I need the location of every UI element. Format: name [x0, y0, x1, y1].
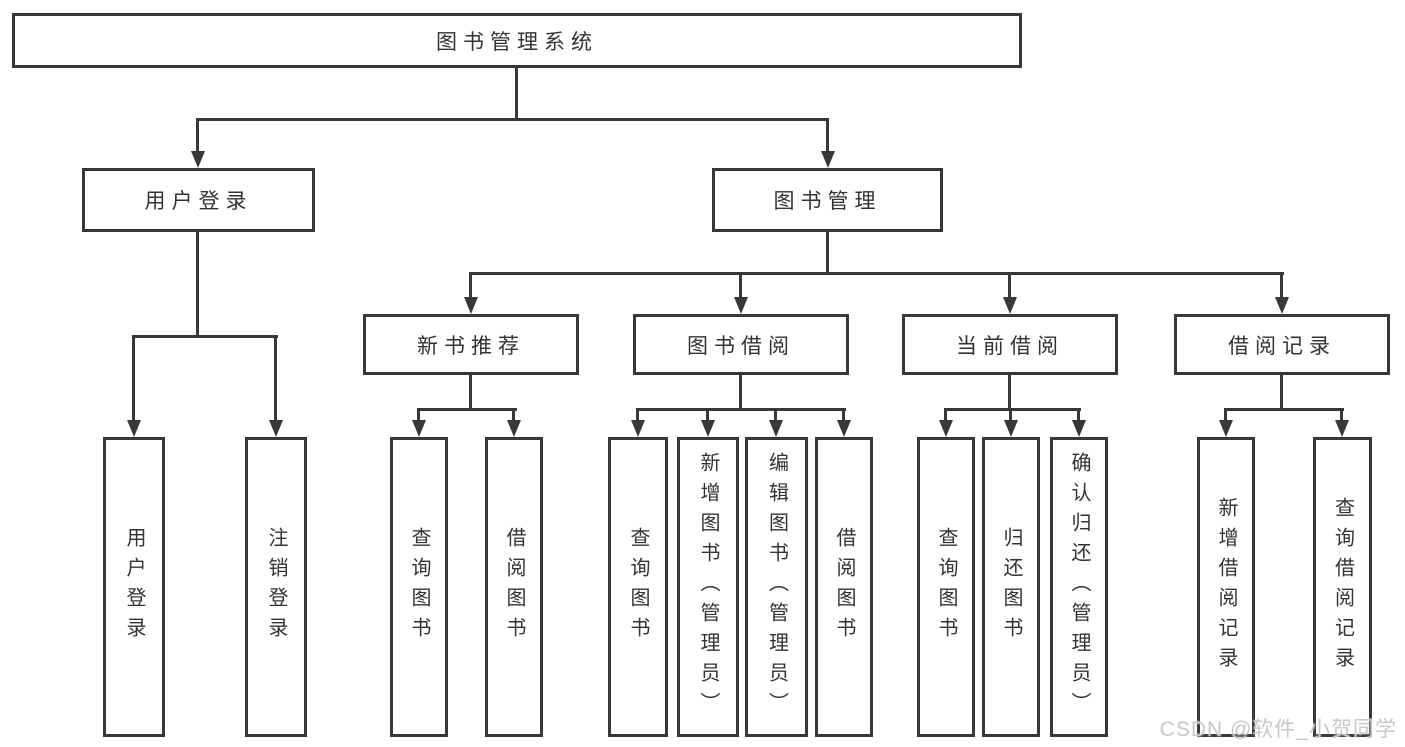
- leaf-query-books-borrow-label: 查询图书: [627, 527, 649, 647]
- connector-line: [196, 118, 829, 121]
- leaf-query-books-recommend-label: 查询图书: [408, 527, 430, 647]
- arrow-down-icon: [507, 420, 521, 437]
- leaf-return-books-label: 归还图书: [1000, 527, 1022, 647]
- arrow-down-icon: [1335, 420, 1349, 437]
- leaf-user-login: 用户登录: [103, 437, 165, 737]
- csdn-watermark: CSDN @软件_小贺同学: [1159, 718, 1397, 741]
- connector-line: [706, 408, 709, 424]
- node-borrowing-records-label: 借阅记录: [1228, 334, 1336, 358]
- leaf-confirm-return-admin-label: 确认归还（管理员）: [1068, 452, 1090, 722]
- connector-line: [1008, 375, 1011, 408]
- connector-line: [774, 408, 777, 424]
- leaf-user-login-label: 用户登录: [123, 527, 145, 647]
- leaf-borrow-books-label: 借阅图书: [833, 527, 855, 647]
- node-library-management-system-label: 图书管理系统: [436, 30, 598, 54]
- connector-line: [512, 408, 515, 424]
- node-book-borrowing: 图书借阅: [633, 314, 849, 375]
- arrow-down-icon: [1003, 297, 1017, 314]
- connector-line: [132, 335, 135, 424]
- leaf-edit-books-admin-label: 编辑图书（管理员）: [765, 452, 788, 722]
- leaf-query-books-borrow: 查询图书: [608, 437, 668, 737]
- node-current-borrowing-label: 当前借阅: [956, 334, 1064, 358]
- node-user-login-label: 用户登录: [144, 190, 253, 213]
- arrow-down-icon: [191, 151, 205, 168]
- connector-line: [417, 408, 420, 424]
- leaf-query-borrow-record: 查询借阅记录: [1313, 437, 1372, 737]
- arrow-down-icon: [837, 420, 851, 437]
- leaf-add-borrow-record: 新增借阅记录: [1197, 437, 1255, 737]
- connector-line: [1340, 408, 1343, 424]
- connector-line: [739, 375, 742, 408]
- arrow-down-icon: [269, 420, 283, 437]
- connector-line: [1280, 375, 1283, 408]
- arrow-down-icon: [701, 420, 715, 437]
- connector-line: [1077, 408, 1080, 424]
- node-book-management-label: 图书管理: [773, 190, 882, 213]
- arrow-down-icon: [1004, 420, 1018, 437]
- connector-line: [469, 375, 472, 408]
- arrow-down-icon: [821, 151, 835, 168]
- leaf-borrow-books-recommend: 借阅图书: [485, 437, 543, 737]
- connector-line: [196, 232, 199, 335]
- connector-line: [944, 408, 947, 424]
- connector-line: [1008, 272, 1011, 300]
- arrow-down-icon: [939, 420, 953, 437]
- leaf-logout: 注销登录: [245, 437, 307, 737]
- leaf-confirm-return-admin: 确认归还（管理员）: [1050, 437, 1108, 737]
- leaf-add-borrow-record-label: 新增借阅记录: [1215, 497, 1237, 677]
- connector-line: [417, 408, 517, 411]
- connector-line: [944, 408, 1081, 411]
- arrow-down-icon: [412, 420, 426, 437]
- arrow-down-icon: [769, 420, 783, 437]
- leaf-borrow-books-recommend-label: 借阅图书: [503, 527, 525, 647]
- leaf-return-books: 归还图书: [982, 437, 1040, 737]
- leaf-query-books-current: 查询图书: [917, 437, 975, 737]
- arrow-down-icon: [127, 420, 141, 437]
- leaf-query-books-recommend: 查询图书: [390, 437, 448, 737]
- leaf-add-books-admin-label: 新增图书（管理员）: [697, 452, 719, 722]
- arrow-down-icon: [1275, 297, 1289, 314]
- node-book-management: 图书管理: [712, 168, 943, 232]
- connector-line: [636, 408, 846, 411]
- node-new-book-recommend: 新书推荐: [363, 314, 579, 375]
- leaf-query-borrow-record-label: 查询借阅记录: [1331, 497, 1354, 677]
- leaf-logout-label: 注销登录: [265, 527, 287, 647]
- leaf-edit-books-admin: 编辑图书（管理员）: [745, 437, 808, 737]
- connector-line: [469, 272, 1284, 275]
- arrow-down-icon: [1072, 420, 1086, 437]
- connector-line: [132, 335, 278, 338]
- connector-line: [1224, 408, 1227, 424]
- arrow-down-icon: [1219, 420, 1233, 437]
- node-new-book-recommend-label: 新书推荐: [417, 334, 525, 358]
- arrow-down-icon: [631, 420, 645, 437]
- connector-line: [469, 272, 472, 300]
- connector-line: [274, 335, 277, 424]
- node-current-borrowing: 当前借阅: [902, 314, 1118, 375]
- arrow-down-icon: [734, 297, 748, 314]
- node-book-borrowing-label: 图书借阅: [687, 334, 795, 358]
- connector-line: [842, 408, 845, 424]
- connector-line: [636, 408, 639, 424]
- leaf-add-books-admin: 新增图书（管理员）: [677, 437, 739, 737]
- leaf-borrow-books: 借阅图书: [815, 437, 873, 737]
- connector-line: [196, 118, 199, 155]
- node-borrowing-records: 借阅记录: [1174, 314, 1390, 375]
- connector-line: [1009, 408, 1012, 424]
- connector-line: [739, 272, 742, 300]
- leaf-query-books-current-label: 查询图书: [935, 527, 957, 647]
- connector-line: [826, 232, 829, 272]
- node-library-management-system: 图书管理系统: [12, 13, 1022, 68]
- connector-line: [515, 68, 518, 118]
- connector-line: [826, 118, 829, 155]
- connector-line: [1280, 272, 1283, 300]
- arrow-down-icon: [464, 297, 478, 314]
- node-user-login: 用户登录: [82, 168, 315, 232]
- connector-line: [1224, 408, 1344, 411]
